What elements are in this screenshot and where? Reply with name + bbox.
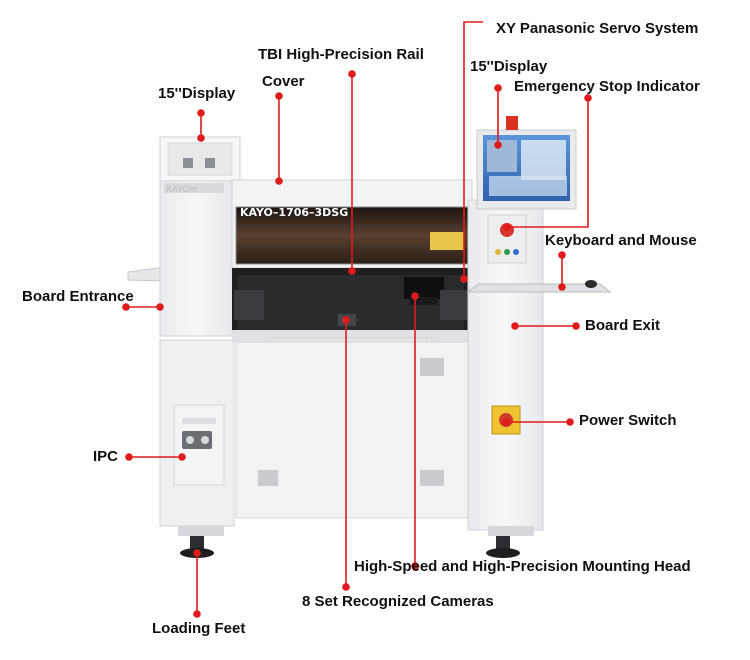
label-xy-servo: XY Panasonic Servo System [496, 20, 699, 37]
left-display-unit [159, 136, 241, 182]
right-tower [467, 199, 544, 531]
label-mounting-head: High-Speed and High-Precision Mounting H… [354, 558, 691, 575]
keyboard-tray [466, 280, 612, 293]
callout-mounting-head [411, 292, 419, 570]
callout-ipc [125, 453, 186, 461]
ipc-panel [173, 404, 225, 486]
callout-emergency-stop [503, 94, 592, 231]
callout-lines [122, 21, 592, 618]
machine-feet [178, 526, 534, 558]
label-ipc: IPC [93, 448, 119, 465]
callout-display-left [197, 109, 205, 142]
callout-cameras [342, 316, 350, 591]
callout-xy-servo [460, 21, 483, 283]
callout-rail [348, 70, 356, 275]
callout-loading-feet [193, 549, 201, 618]
label-power-switch: Power Switch [579, 412, 677, 429]
label-board-exit: Board Exit [585, 317, 661, 334]
callout-display-right [494, 84, 502, 149]
callout-board-entrance [122, 303, 164, 311]
label-cover: Cover [262, 73, 305, 90]
callout-power-switch [502, 418, 574, 426]
callout-board-exit [511, 322, 580, 330]
svg-text:KAYOm: KAYOm [166, 185, 198, 195]
label-display-right: 15''Display [470, 58, 548, 75]
label-display-left: 15''Display [158, 85, 236, 102]
label-loading-feet: Loading Feet [152, 620, 246, 637]
callout-cover [275, 92, 283, 185]
label-board-entrance: Board Entrance [22, 288, 134, 305]
label-cameras: 8 Set Recognized Cameras [302, 593, 494, 610]
label-rail: TBI High-Precision Rail [258, 46, 424, 63]
callout-keyboard-mouse [558, 251, 566, 291]
model-label: KAYO–1706–3DSG [240, 206, 348, 219]
label-emergency-stop: Emergency Stop Indicator [514, 78, 700, 95]
label-keyboard-mouse: Keyboard and Mouse [545, 232, 697, 249]
right-display-unit [476, 116, 577, 210]
